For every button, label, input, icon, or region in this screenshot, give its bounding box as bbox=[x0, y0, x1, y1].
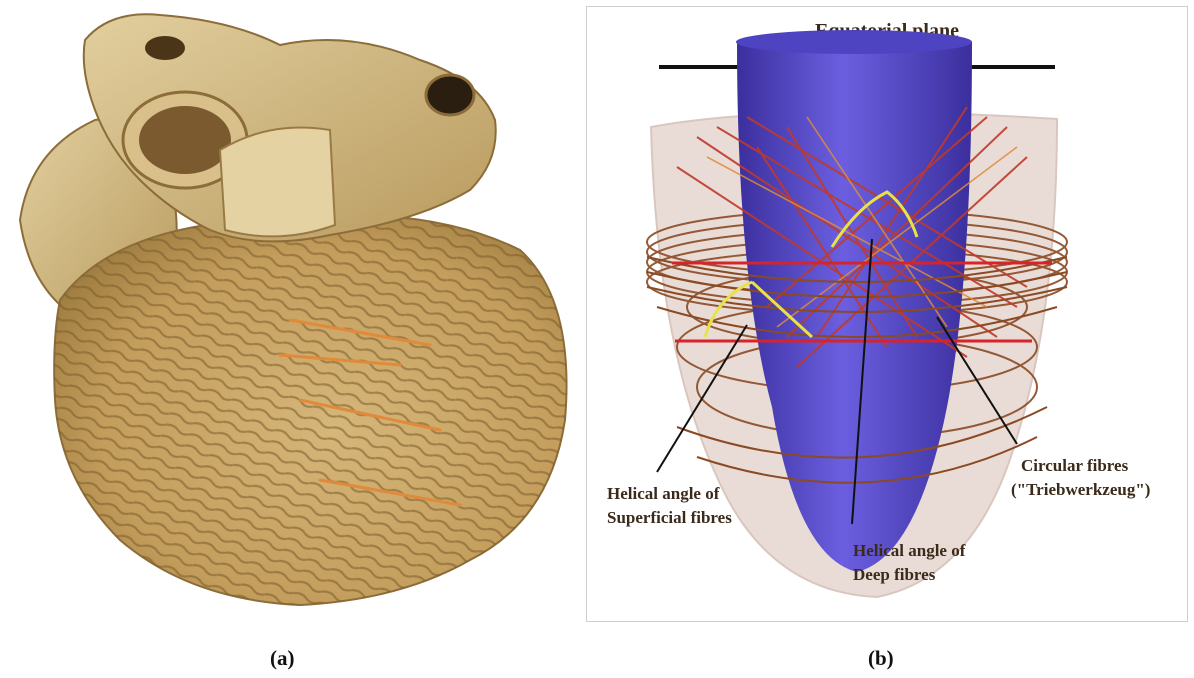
superficial-angle-label-line1: Helical angle of bbox=[607, 484, 720, 503]
fibre-schematic: Equatorial plane bbox=[587, 7, 1187, 621]
superficial-angle-label-line2: Superficial fibres bbox=[607, 508, 732, 527]
fibre-texture bbox=[54, 214, 566, 605]
caption-b: (b) bbox=[868, 646, 894, 671]
pulmonary-opening bbox=[426, 75, 474, 115]
deep-angle-label-line2: Deep fibres bbox=[853, 565, 936, 584]
caption-a: (a) bbox=[270, 646, 295, 671]
vessel-trunk bbox=[220, 128, 335, 237]
schematic-panel: Equatorial plane bbox=[586, 6, 1188, 622]
circular-fibres-label-line2: ("Triebwerkzeug") bbox=[1011, 480, 1150, 499]
deep-angle-label-line1: Helical angle of bbox=[853, 541, 966, 560]
heart-photo-panel bbox=[0, 0, 580, 630]
cavity-top bbox=[736, 30, 972, 54]
heart-photo bbox=[0, 0, 580, 630]
circular-fibres-label-line1: Circular fibres bbox=[1021, 456, 1129, 475]
small-vessel-opening bbox=[145, 36, 185, 60]
